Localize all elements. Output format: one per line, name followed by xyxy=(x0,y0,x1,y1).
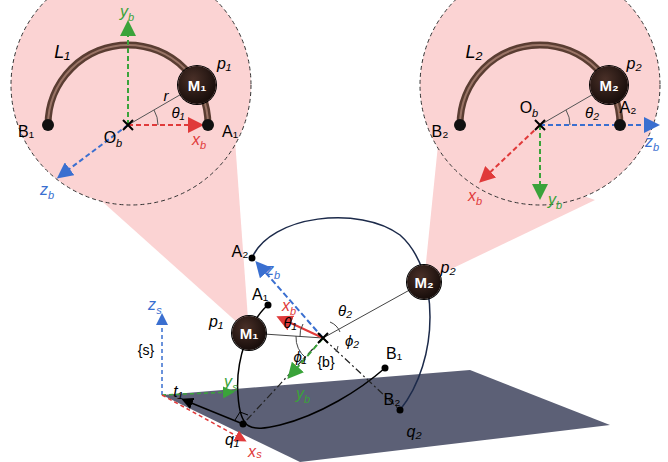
axis-label: y xyxy=(296,386,304,402)
mass-label: M₁ xyxy=(188,78,207,93)
point-label: B₁ xyxy=(386,346,402,362)
mass-label: M₂ xyxy=(599,78,618,93)
point-label: q₂ xyxy=(407,424,422,440)
point-label: B₂ xyxy=(432,124,449,140)
point-label: p₁ xyxy=(217,56,231,72)
axis-subscript: s xyxy=(232,382,238,393)
axis-label: y xyxy=(120,4,128,20)
point-label: A₂ xyxy=(232,244,249,260)
origin-label: O xyxy=(520,100,532,116)
mass-point: M₁ xyxy=(232,316,266,350)
angle-label: θ₁ xyxy=(284,315,297,330)
point-label: p₂ xyxy=(627,56,642,72)
point-label: B₁ xyxy=(18,124,34,140)
mass-label: M₁ xyxy=(240,326,259,341)
axis-label: x xyxy=(248,444,256,460)
mass-point: M₁ xyxy=(178,66,216,104)
axis-label: z xyxy=(645,134,653,150)
point-label: p₁ xyxy=(209,314,223,330)
axis-label: x xyxy=(282,298,290,314)
mass-label: M₂ xyxy=(414,275,433,290)
axis-label: y xyxy=(548,192,556,208)
point-label: q₁ xyxy=(225,432,239,448)
axis-label: z xyxy=(148,297,156,313)
axis-subscript: b xyxy=(48,190,54,201)
part-label: L₂ xyxy=(466,43,483,61)
mass-point: M₂ xyxy=(590,66,628,104)
axis-label: y xyxy=(224,374,232,390)
point-label: p₂ xyxy=(441,260,456,276)
axis-subscript: b xyxy=(116,138,122,149)
axis-subscript: s xyxy=(256,449,262,460)
part-label: L₁ xyxy=(54,43,70,61)
radius-label: r xyxy=(164,88,169,103)
angle-label: ϕ₂ xyxy=(345,333,359,348)
frame-label: {b} xyxy=(317,355,334,369)
point-label: B₂ xyxy=(384,392,401,408)
axis-subscript: b xyxy=(653,142,659,153)
axis-label: z xyxy=(40,182,48,198)
mass-point: M₂ xyxy=(407,265,441,299)
axis-label: z xyxy=(266,262,274,278)
vector-label: t₁ xyxy=(173,384,183,400)
axis-subscript: s xyxy=(156,305,162,316)
axis-subscript: b xyxy=(476,196,482,207)
axis-subscript: b xyxy=(128,12,134,23)
angle-label: θ₂ xyxy=(585,105,599,120)
axis-subscript: b xyxy=(532,108,538,119)
point-label: A₁ xyxy=(222,124,238,140)
axis-label: x xyxy=(468,188,476,204)
point-label: A₁ xyxy=(252,287,268,303)
axis-subscript: b xyxy=(200,140,206,151)
angle-label: θ₁ xyxy=(172,105,185,120)
origin-label: O xyxy=(104,130,116,146)
axis-subscript: b xyxy=(304,394,310,405)
angle-label: ϕ₁ xyxy=(293,349,306,364)
point-label: A₂ xyxy=(620,100,637,116)
axis-subscript: b xyxy=(274,270,280,281)
axis-subscript: b xyxy=(556,200,562,211)
axis-label: x xyxy=(192,132,200,148)
frame-label: {s} xyxy=(138,343,154,357)
angle-label: θ₂ xyxy=(338,303,352,318)
